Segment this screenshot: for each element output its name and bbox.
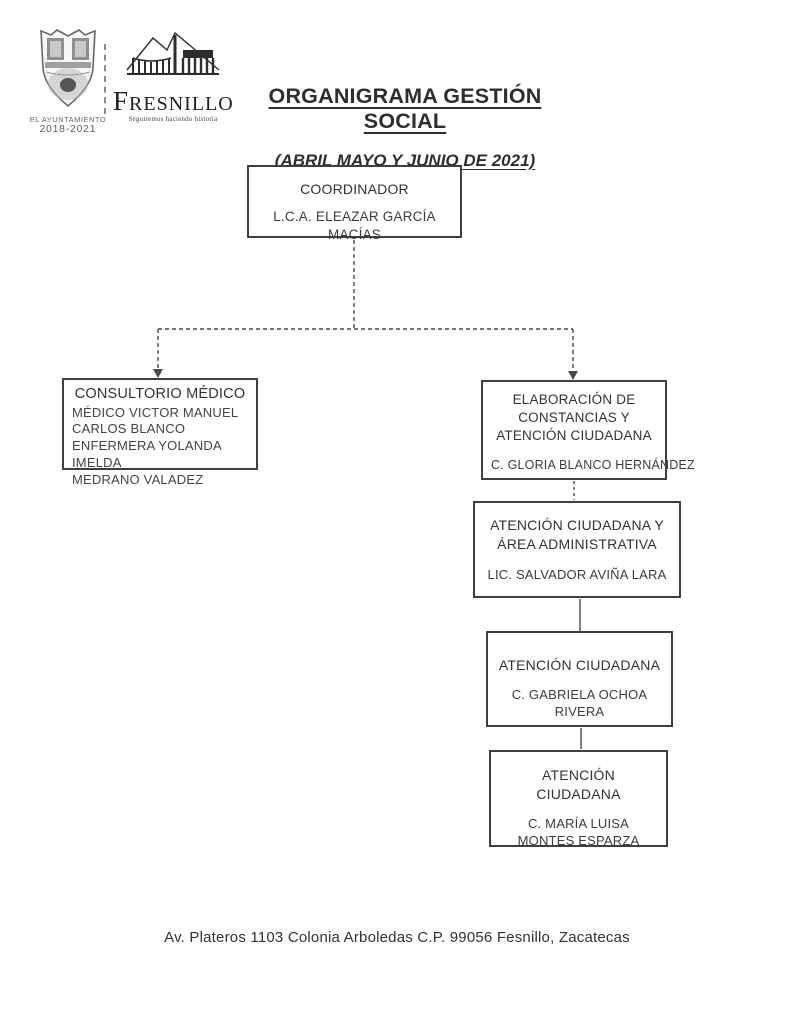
crest-caption-line1: EL AYUNTAMIENTO — [29, 115, 107, 124]
org-node-atencion-administrativa: ATENCIÓN CIUDADANA Y ÁREA ADMINISTRATIVA… — [473, 501, 681, 598]
staff-line: CARLOS BLANCO — [72, 421, 186, 437]
arrow-down-left-icon — [153, 369, 163, 378]
staff-line: ENFERMERA YOLANDA IMELDA — [72, 438, 222, 471]
org-node-coordinador: COORDINADOR L.C.A. ELEAZAR GARCÍA MACÍAS — [247, 165, 462, 242]
node-role: ATENCIÓN CIUDADANA — [498, 657, 661, 673]
node-person: LIC. SALVADOR AVIÑA LARA — [487, 566, 667, 582]
arrow-down-right-icon — [568, 371, 578, 380]
fresnillo-logo: FRESNILLO Seguiremos haciendo historia — [113, 30, 233, 123]
org-node-elaboracion-constancias: ELABORACIÓN DE CONSTANCIAS Y ATENCIÓN CI… — [481, 380, 695, 480]
title-block: ORGANIGRAMA GESTIÓN SOCIAL (ABRIL MAYO Y… — [235, 84, 575, 171]
node-person: C. MARÍA LUISA MONTES ESPARZA — [517, 815, 640, 849]
node-person: L.C.A. ELEAZAR GARCÍA MACÍAS — [273, 208, 436, 243]
org-node-atencion-ciudadana-1: ATENCIÓN CIUDADANA C. GABRIELA OCHOA RIV… — [486, 631, 673, 727]
footer-address: Av. Plateros 1103 Colonia Arboledas C.P.… — [164, 929, 630, 946]
node-role: ATENCIÓN CIUDADANA Y ÁREA ADMINISTRATIVA — [490, 517, 664, 552]
node-role: CONSULTORIO MÉDICO — [74, 386, 246, 402]
org-node-consultorio-medico: CONSULTORIO MÉDICO MÉDICO VICTOR MANUEL … — [62, 378, 258, 487]
logo-divider — [104, 44, 106, 114]
org-node-atencion-ciudadana-2: ATENCIÓN CIUDADANA C. MARÍA LUISA MONTES… — [489, 750, 668, 849]
node-role: COORDINADOR — [300, 181, 409, 197]
crest-shield-icon — [37, 29, 99, 112]
fresnillo-logo-wordmark: FRESNILLO — [113, 86, 234, 116]
page-title: ORGANIGRAMA GESTIÓN SOCIAL — [268, 84, 542, 133]
node-person: C. GLORIA BLANCO HERNÁNDEZ — [491, 457, 695, 472]
staff-line: MÉDICO VICTOR MANUEL — [72, 404, 239, 420]
crest-caption-line2: 2018-2021 — [39, 124, 97, 135]
fresnillo-logo-tagline: Seguiremos haciendo historia — [128, 116, 218, 123]
node-role: ELABORACIÓN DE CONSTANCIAS Y ATENCIÓN CI… — [496, 392, 652, 444]
node-person: C. GABRIELA OCHOA RIVERA — [511, 686, 648, 720]
node-role: ATENCIÓN CIUDADANA — [536, 767, 621, 802]
municipal-crest: EL AYUNTAMIENTO 2018-2021 — [26, 26, 110, 136]
fresnillo-landmark-icon — [121, 31, 225, 86]
staff-line: MEDRANO VALADEZ — [72, 472, 204, 488]
